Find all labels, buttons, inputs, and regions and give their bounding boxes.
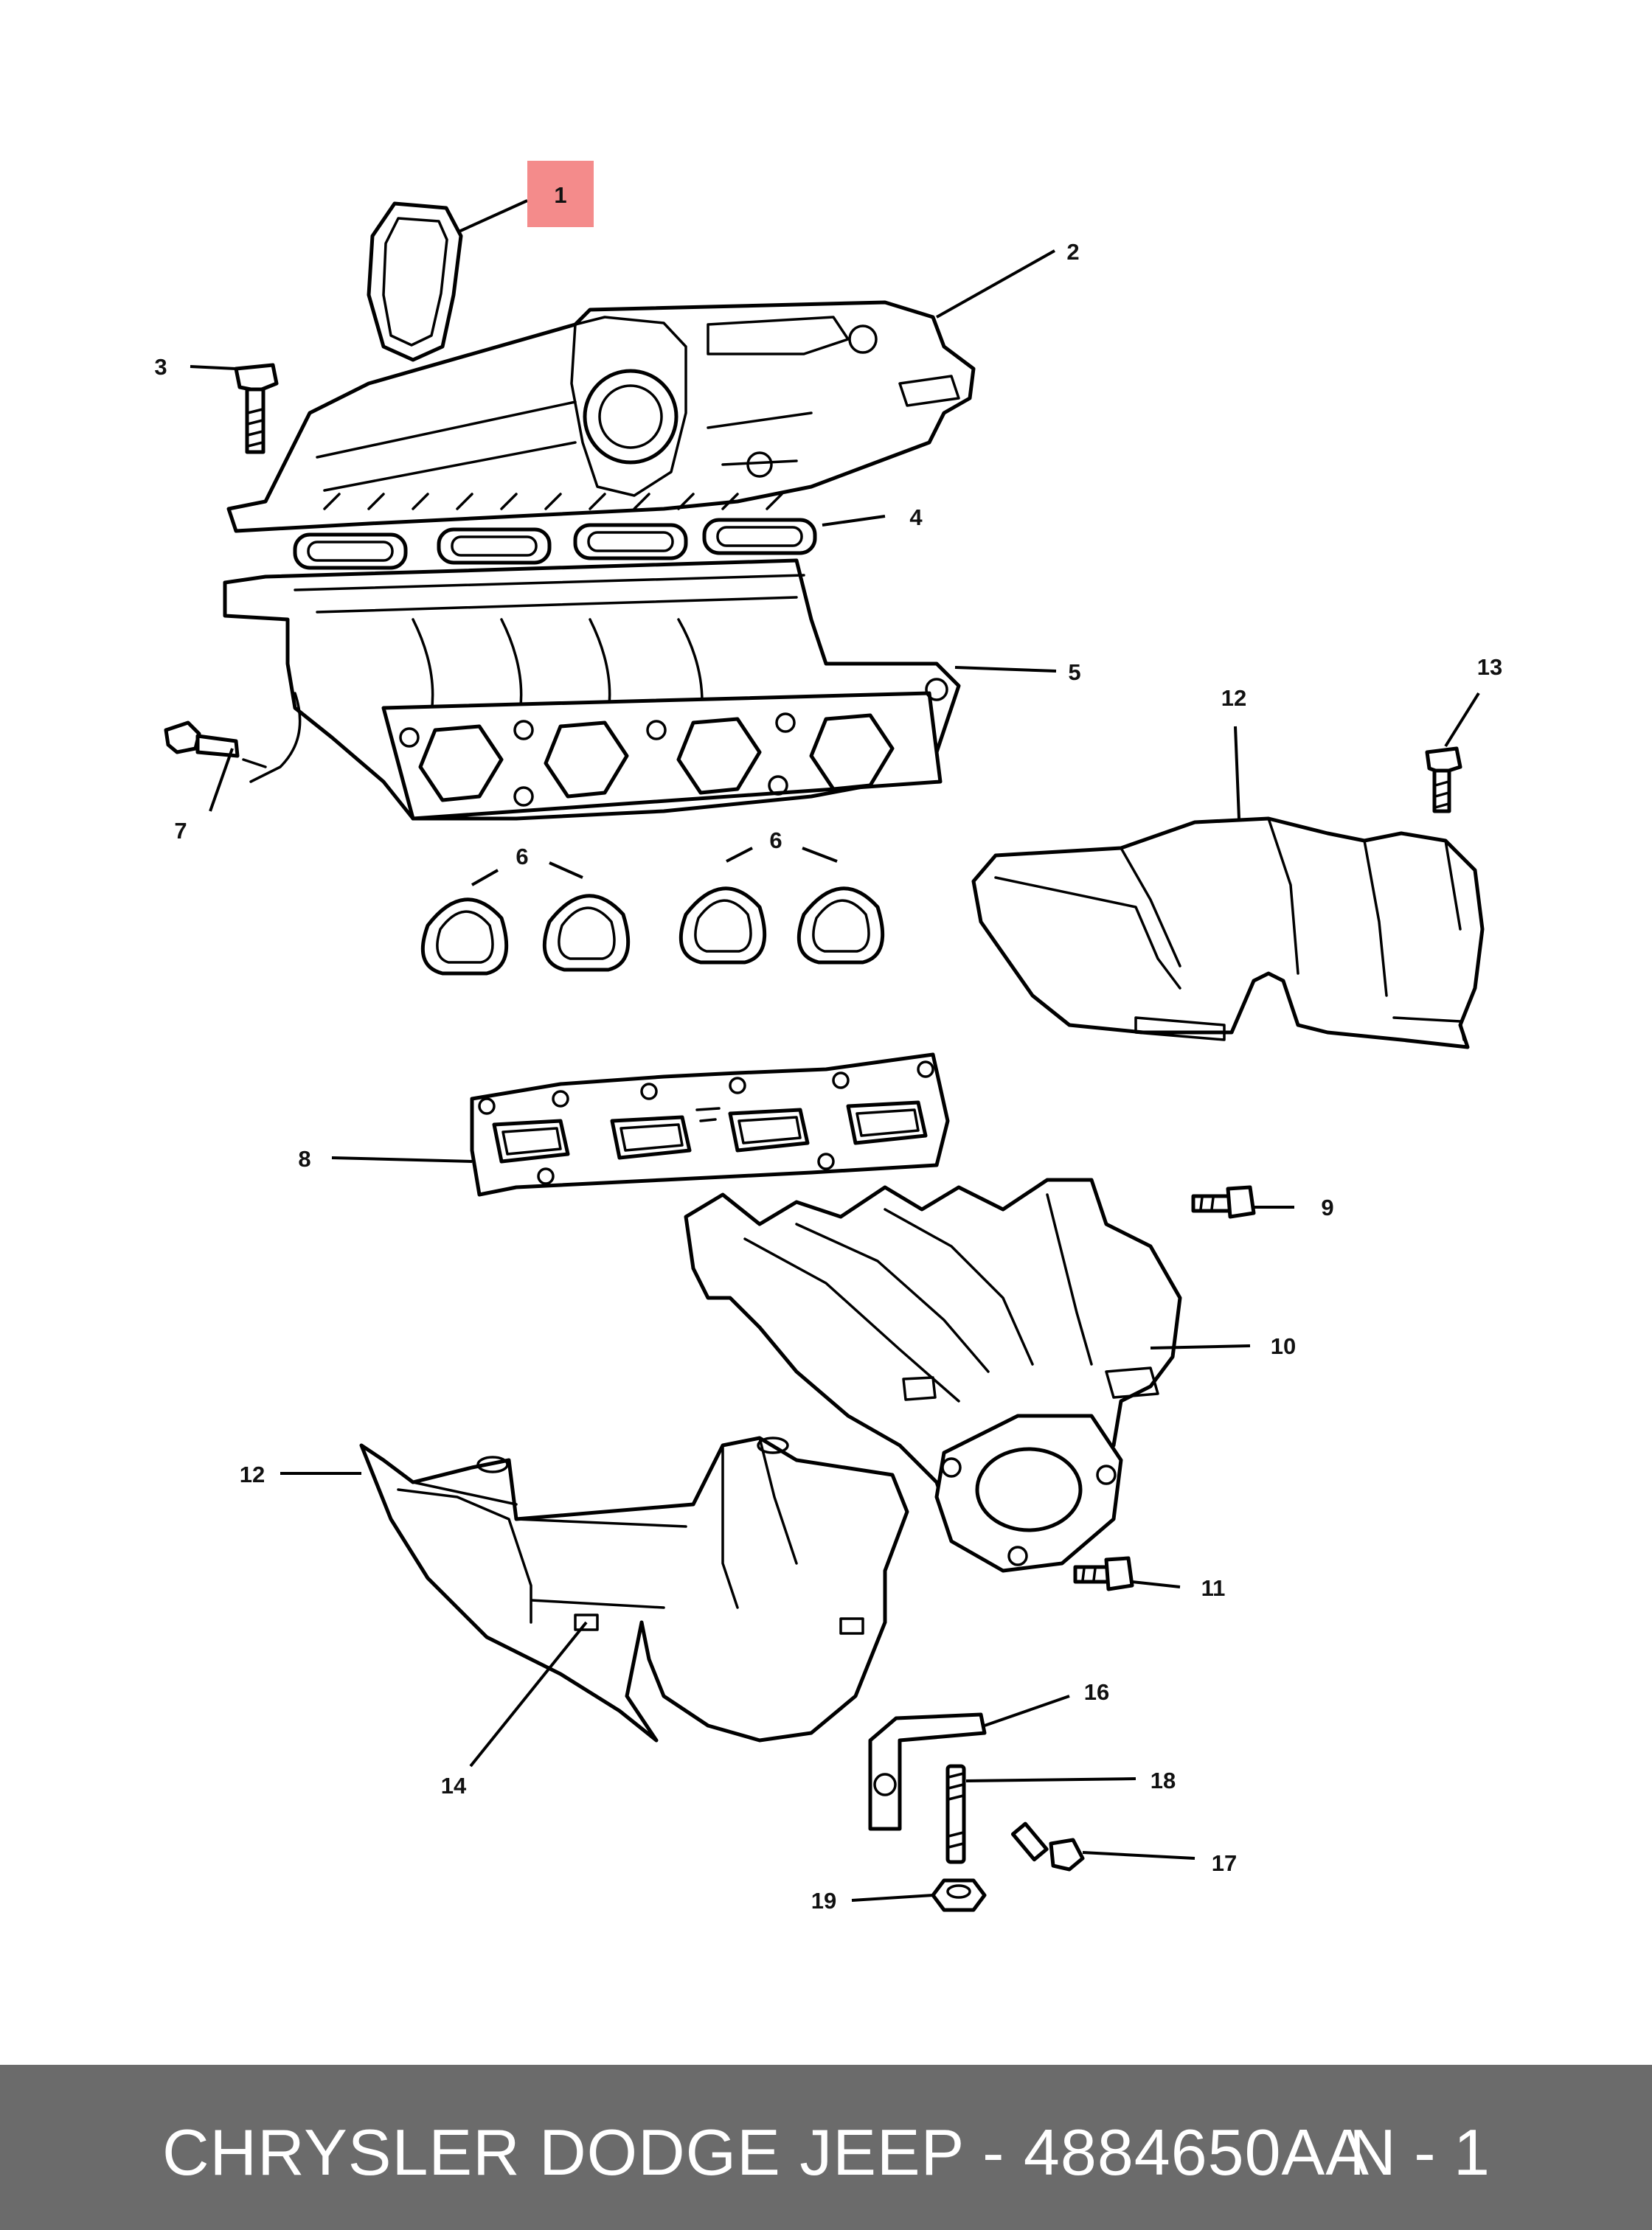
footer-title: CHRYSLER DODGE JEEP - 4884650AA — [162, 2116, 1370, 2189]
callout-9: 9 — [1321, 1195, 1333, 1220]
stud-18 — [945, 1764, 966, 1864]
callout-13: 13 — [1477, 654, 1502, 680]
callout-17: 17 — [1212, 1850, 1237, 1876]
callout-16: 16 — [1084, 1679, 1109, 1705]
upper-intake-manifold — [226, 300, 976, 533]
callout-3: 3 — [154, 354, 167, 380]
footer-page-number: N - 1 — [1349, 2116, 1490, 2189]
callout-5: 5 — [1068, 659, 1080, 685]
exhaust-manifold — [684, 1178, 1182, 1573]
heat-shield-upper — [971, 816, 1485, 1049]
callout-2: 2 — [1066, 239, 1079, 265]
callout-labels: 1 2 3 4 5 6 6 7 8 9 10 11 12 12 13 14 16… — [154, 182, 1502, 1914]
bolt-17 — [1010, 1821, 1085, 1872]
callout-14: 14 — [441, 1773, 467, 1799]
callout-12-upper: 12 — [1221, 685, 1246, 711]
callout-12-lower: 12 — [240, 1462, 265, 1487]
nut-19 — [931, 1878, 987, 1912]
bracket-16 — [868, 1712, 987, 1831]
callout-18: 18 — [1150, 1768, 1176, 1793]
callout-10: 10 — [1271, 1333, 1296, 1359]
bolt-11 — [1073, 1556, 1134, 1591]
leader-lines — [190, 199, 1480, 1902]
heat-shield-lower — [359, 1436, 909, 1743]
highlight-callout-1 — [527, 161, 594, 227]
bolt-9 — [1191, 1185, 1256, 1219]
throttle-body-gasket — [367, 201, 463, 362]
callout-7: 7 — [174, 818, 187, 844]
exhaust-manifold-gasket — [470, 1052, 950, 1197]
plenum-gaskets — [293, 518, 817, 570]
lower-intake-manifold — [223, 558, 961, 821]
callout-6-left: 6 — [516, 844, 528, 869]
callout-4: 4 — [909, 504, 923, 530]
bolt-13 — [1425, 746, 1462, 813]
callout-6-right: 6 — [769, 827, 782, 853]
callout-19: 19 — [811, 1888, 836, 1914]
bolt-3 — [234, 363, 279, 454]
port-gaskets — [420, 886, 885, 976]
sensor-7 — [164, 720, 267, 768]
footer-bar: CHRYSLER DODGE JEEP - 4884650AA N - 1 — [0, 2065, 1652, 2230]
callout-11: 11 — [1201, 1575, 1226, 1601]
callout-8: 8 — [298, 1146, 310, 1172]
callout-1: 1 — [554, 182, 566, 208]
parts-diagram: 1 2 3 4 5 6 6 7 8 9 10 11 12 12 13 14 16… — [154, 161, 1502, 1914]
